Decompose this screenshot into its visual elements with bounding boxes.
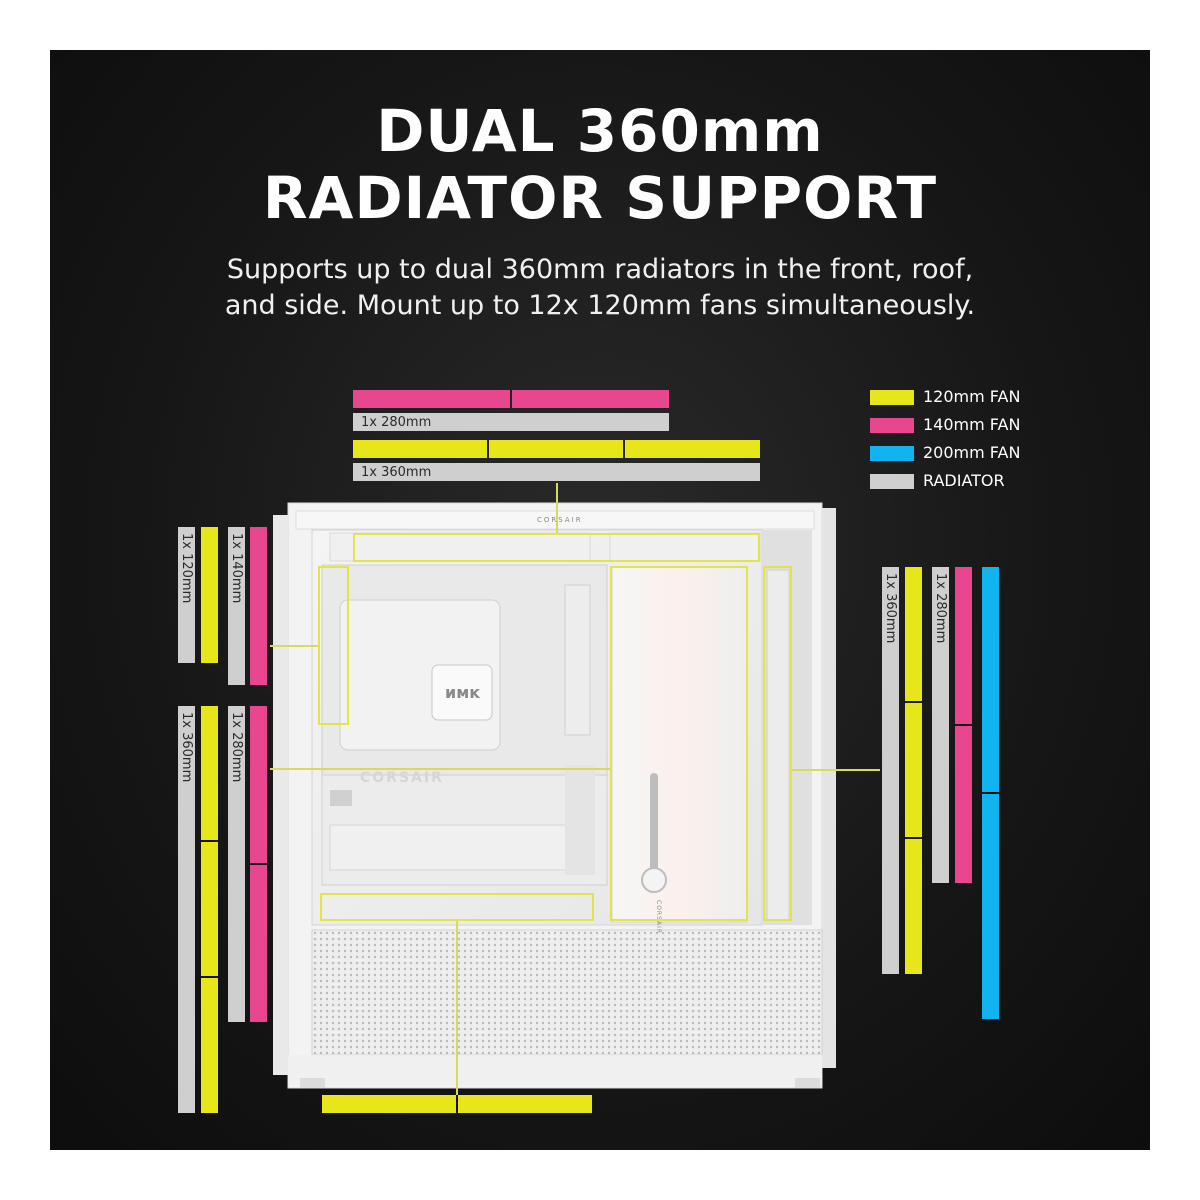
bottom-360mm-radiator: [178, 706, 195, 1113]
legend-label-120mm-fan: 120mm FAN: [923, 387, 1021, 406]
pc-case-illustration: [273, 502, 836, 1089]
floor-120mm-fan-1: [322, 1095, 456, 1113]
top-360mm-radiator-label: 1x 360mm: [361, 465, 432, 480]
highlight-top-radiator: [353, 533, 760, 562]
rear-120mm-radiator: [178, 527, 195, 663]
case-brand-panel: CORSAIR: [360, 770, 444, 786]
top-140mm-fan-1: [353, 390, 510, 408]
legend-label-radiator: RADIATOR: [923, 471, 1005, 490]
page-title-line1: DUAL 360mm: [376, 97, 824, 165]
legend-swatch-140mm-fan: [870, 418, 914, 433]
top-280mm-radiator-label: 1x 280mm: [361, 415, 432, 430]
rear-120mm-label: 1x 120mm: [179, 533, 194, 604]
floor-120mm-fan-2: [458, 1095, 592, 1113]
top-120mm-fan-1: [353, 440, 487, 458]
front-120mm-fan-1: [905, 567, 922, 701]
top-360mm-radiator: [353, 463, 760, 481]
connector-rear-lower: [270, 768, 610, 770]
rear-120mm-fan: [201, 527, 218, 663]
legend-swatch-200mm-fan: [870, 446, 914, 461]
bottom-280mm-radiator: [228, 706, 245, 1022]
front-280mm-radiator: [932, 567, 949, 883]
page-title-line2: RADIATOR SUPPORT: [262, 164, 938, 232]
legend-swatch-radiator: [870, 474, 914, 489]
rear-140mm-radiator: [228, 527, 245, 685]
front-200mm-fan-2: [982, 794, 999, 1019]
front-140mm-fan-1: [955, 567, 972, 724]
top-120mm-fan-2: [489, 440, 623, 458]
legend-label-200mm-fan: 200mm FAN: [923, 443, 1021, 462]
bottom-140mm-fan-1: [250, 706, 267, 863]
rear-140mm-fan: [250, 527, 267, 685]
bottom-120mm-fan-3: [201, 978, 218, 1113]
legend-label-140mm-fan: 140mm FAN: [923, 415, 1021, 434]
front-200mm-fan-1: [982, 567, 999, 792]
case-brand-top: CORSAIR: [537, 516, 583, 524]
top-140mm-fan-2: [512, 390, 669, 408]
connector-front: [792, 769, 880, 771]
front-120mm-fan-3: [905, 839, 922, 974]
front-120mm-fan-2: [905, 703, 922, 837]
highlight-side-radiator: [610, 566, 748, 921]
front-140mm-fan-2: [955, 726, 972, 883]
bottom-120mm-fan-2: [201, 842, 218, 976]
connector-bottom: [456, 921, 458, 1095]
subtitle-line1: Supports up to dual 360mm radiators in t…: [226, 254, 974, 285]
connector-top: [556, 483, 558, 533]
highlight-rear-fan: [318, 566, 349, 725]
connector-rear-upper: [270, 645, 318, 647]
highlight-front-radiator: [763, 566, 792, 921]
front-360mm-label: 1x 360mm: [883, 573, 898, 644]
rear-140mm-label: 1x 140mm: [229, 533, 244, 604]
top-280mm-radiator: [353, 413, 669, 431]
top-120mm-fan-3: [625, 440, 760, 458]
bottom-280mm-label: 1x 280mm: [229, 712, 244, 783]
bottom-120mm-fan-1: [201, 706, 218, 840]
legend-swatch-120mm-fan: [870, 390, 914, 405]
bottom-360mm-label: 1x 360mm: [179, 712, 194, 783]
highlight-bottom-fans: [320, 893, 594, 921]
bottom-140mm-fan-2: [250, 865, 267, 1022]
subtitle-line2: and side. Mount up to 12x 120mm fans sim…: [224, 290, 976, 321]
front-280mm-label: 1x 280mm: [933, 573, 948, 644]
case-hub-label: ᴎᴍᴋ: [445, 683, 480, 702]
front-360mm-radiator: [882, 567, 899, 974]
